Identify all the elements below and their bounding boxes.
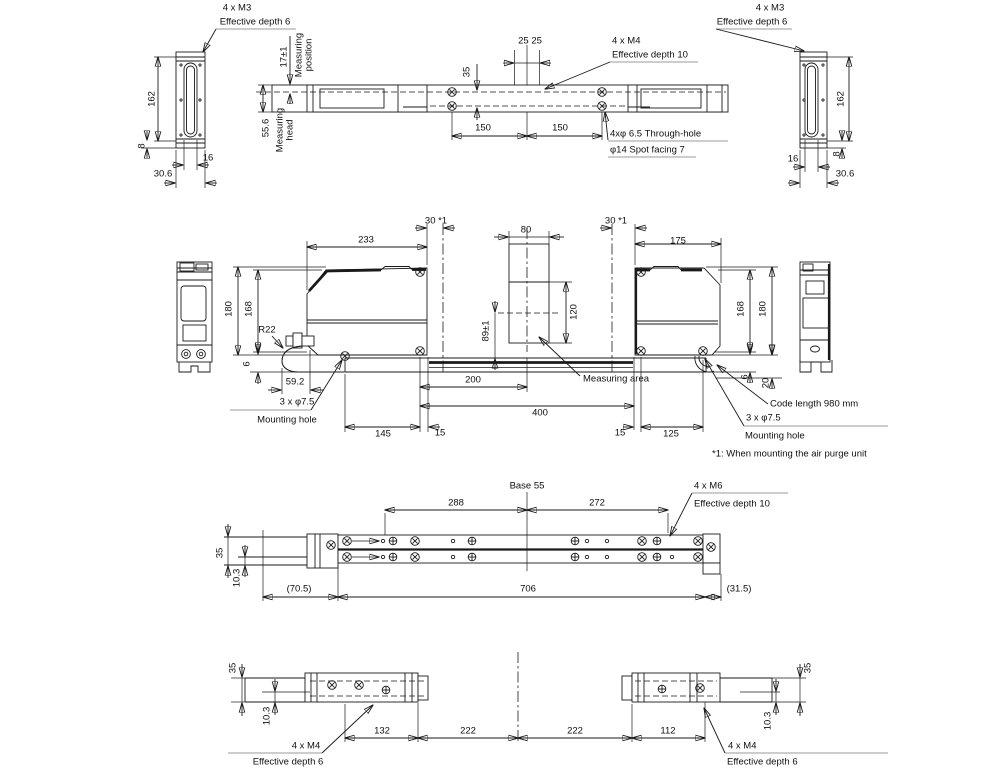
dim-base-right-end: 8 [831,151,843,157]
dim-bottom-pitch-right: 112 [660,725,676,737]
dim-base-left-end: 8 [136,143,148,149]
dim-clearance-right: 30 *1 [604,215,628,227]
top-view [256,36,729,158]
thread-depth-bottom-left: Effective depth 6 [252,756,324,768]
dim-left-overhang: (70.5) [286,583,312,595]
dim-head-height-right: 180 [757,301,769,317]
dim-base-pitch-left: 288 [448,497,464,509]
dim-hole-pitch-front-left: 145 [375,428,391,440]
dim-lower-offset-right: 20 [760,377,772,389]
dim-measuring-position-offset: 17±1 [278,46,290,68]
dim-center-pitch: 25 25 [518,35,542,47]
top-left-end-view [141,28,296,188]
thread-note-base: 4 x M6 [694,480,723,492]
thread-depth-top-left: Effective depth 6 [219,16,291,28]
front-right-head [634,266,721,373]
dim-measuring-head-height: 55.6 [260,118,272,138]
front-left-side-unit [176,261,213,373]
thread-note-bottom-left: 4 x M4 [291,740,321,752]
dim-right-overhang: (31.5) [726,583,752,595]
dim-head-height-left: 180 [223,301,235,317]
dim-edge-gap-left: 15 [434,427,446,439]
front-bar [344,357,707,373]
dim-head-width-left: 233 [358,234,374,246]
dim-inner-height-left: 168 [243,301,255,317]
dim-slot-left-end: 16 [202,152,214,164]
dim-offset-right: 6 [739,374,751,380]
thread-depth-base: Effective depth 10 [694,498,770,510]
label-mount-hole-right: Mounting hole [745,430,805,442]
dim-base-pitch-right: 272 [589,497,605,509]
thread-note-top-view: 4 x M4 [612,35,641,47]
dim-base-length: 706 [520,583,536,595]
dim-hole-pitch-front-right: 125 [663,428,679,440]
dim-base-offset: 10.3 [231,568,243,588]
dim-center-distance: 200 [465,374,481,386]
dim-base-height: 35 [214,547,226,559]
footnote-air-purge: *1: When mounting the air purge unit [712,448,867,460]
label-measuring-position: Measuring position [293,32,315,78]
dim-cable-stub: 59.2 [285,376,305,388]
dim-span-400: 400 [532,407,548,419]
dim-width-right-end: 30.6 [835,168,855,180]
dim-height-right-end: 162 [835,91,847,107]
front-right-side-unit [799,261,833,373]
dim-bottom-height-left: 35 [227,662,239,674]
dim-head-width-right: 175 [670,235,686,247]
dim-width-left-end: 30.6 [153,168,173,180]
front-left-head [281,266,428,373]
bottom-view [228,652,888,754]
note-mount-hole-right: 3 x φ7.5 [746,412,781,424]
thread-depth-top-view: Effective depth 10 [612,49,688,61]
note-through-hole: 4xφ 6.5 Through-hole [610,128,702,140]
dim-hole-row-pitch: 35 [461,66,473,78]
front-dimensions [230,224,888,432]
dim-edge-gap-right: 15 [614,427,626,439]
dim-height-left-end: 162 [146,91,158,107]
thread-note-bottom-right: 4 x M4 [728,740,757,752]
thread-note-top-right: 4 x M3 [755,2,785,14]
dim-area-distance: 89±1 [480,320,492,342]
thread-note-top-left: 4 x M3 [222,2,252,14]
dim-area-height: 120 [568,304,580,320]
dim-slot-right-end: 16 [787,153,799,165]
dim-hole-pitch-right: 150 [552,122,568,134]
note-mount-hole-left: 3 x φ7.5 [279,396,315,408]
dim-bottom-height-right: 35 [802,662,814,674]
thread-depth-top-right: Effective depth 6 [716,16,788,28]
dim-hole-pitch-left: 150 [475,122,491,134]
thread-depth-bottom-right: Effective depth 6 [727,756,798,768]
dim-bottom-pitch-left: 132 [374,725,390,737]
dim-bottom-span-left: 222 [460,725,476,737]
base-view [224,492,788,601]
dim-area-width: 80 [520,224,532,236]
label-measuring-head: Measuring head [274,107,296,153]
note-spot-facing: φ14 Spot facing 7 [610,144,685,156]
top-right-end-view [715,28,853,188]
note-code-length: Code length 980 mm [770,398,859,410]
dim-cable-radius: R22 [258,324,276,336]
label-mount-hole-left: Mounting hole [257,414,317,426]
label-measuring-area: Measuring area [583,373,650,385]
measuring-area-box [498,228,560,352]
dim-inner-height-right: 168 [735,301,747,317]
dim-offset-left: 6 [241,361,253,367]
dim-clearance-left: 30 *1 [424,215,448,227]
dim-bottom-span-right: 222 [567,725,583,737]
label-base: Base 55 [509,480,545,492]
dim-bottom-offset-right: 10.3 [762,711,774,731]
dim-bottom-offset-left: 10.3 [261,706,273,726]
